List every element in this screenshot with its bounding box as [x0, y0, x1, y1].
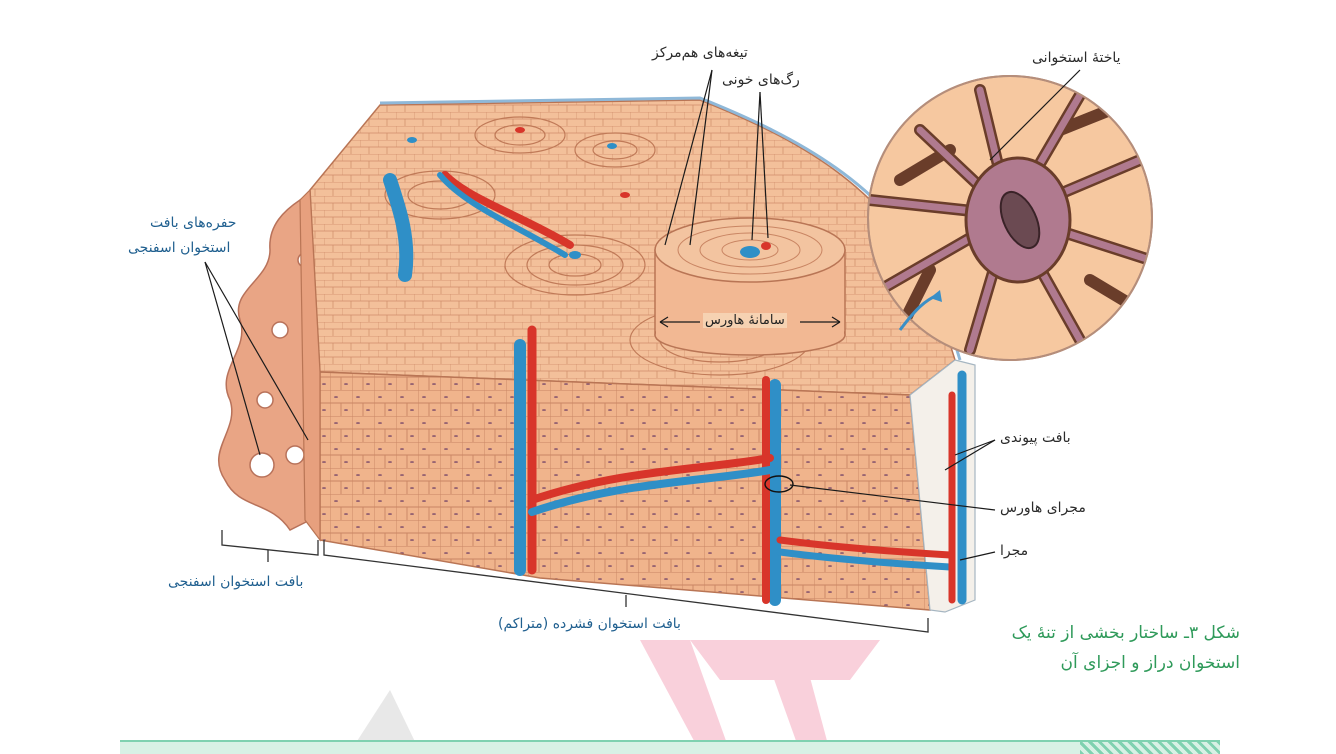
- label-bone-cell: یاختهٔ استخوانی: [1032, 50, 1121, 66]
- bottom-decorative-strip: [120, 740, 1220, 754]
- bottom-strip-hatch: [1080, 742, 1220, 754]
- magnified-bone-cell: [867, 75, 1153, 361]
- caption-line-2: استخوان دراز و اجزای آن: [1060, 653, 1240, 673]
- label-haversian-system: سامانهٔ هاورس: [703, 313, 787, 328]
- watermark: [350, 640, 880, 752]
- extracted-haversian-system: [654, 217, 846, 356]
- label-haversian-canal: مجرای هاورس: [1000, 500, 1086, 516]
- brackets: [221, 530, 929, 633]
- leader-lines: [204, 69, 1081, 561]
- label-connective-tissue: بافت پیوندی: [1000, 430, 1071, 446]
- label-concentric-lamellae: تیغه‌های هم‌مرکز: [652, 45, 748, 61]
- caption-line-1: شکل ۳ـ ساختار بخشی از تنهٔ یک: [1011, 623, 1240, 643]
- label-spongy-spaces-2: استخوان اسفنجی: [128, 240, 231, 256]
- label-spongy-spaces-1: حفره‌های بافت: [150, 215, 237, 231]
- label-canal: مجرا: [1000, 543, 1029, 559]
- label-spongy-bone: بافت استخوان اسفنجی: [168, 574, 304, 590]
- label-compact-bone: بافت استخوان فشرده (متراکم): [498, 616, 681, 632]
- bone-left-face: [299, 188, 321, 542]
- blood-vessels: [383, 127, 967, 606]
- label-blood-vessels: رگ‌های خونی: [722, 72, 800, 88]
- haversian-canal-marker: [764, 475, 794, 493]
- figure-caption: شکل ۳ـ ساختار بخشی از تنهٔ یک استخوان در…: [990, 618, 1240, 678]
